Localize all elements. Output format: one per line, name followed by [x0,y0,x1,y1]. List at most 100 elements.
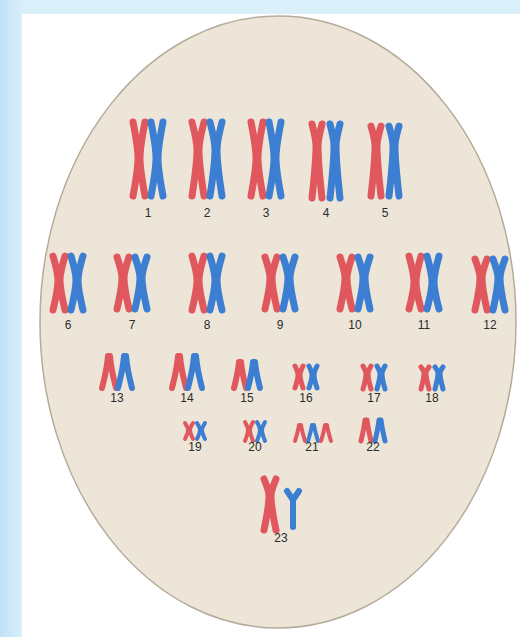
chromatid [365,257,370,309]
chromatid [241,362,246,388]
chromosome-number: 14 [180,391,193,405]
chromosome [312,124,322,198]
chromosome-number: 22 [366,440,379,454]
chromatid [381,420,385,441]
chromatid [314,425,318,441]
chromatid [78,256,83,310]
chromosome-number: 23 [274,531,287,545]
chromatid [426,367,429,389]
chromatid [377,366,380,389]
chromatid [257,422,260,441]
chromatid [180,356,186,388]
chromosome [295,425,305,441]
chromatid [142,257,147,309]
chromosome [234,362,246,388]
chromatid [190,423,193,439]
chromatid [382,366,385,389]
chromatid [301,425,305,441]
chromatid [368,366,371,389]
chromatid [234,362,239,388]
chromosome [192,256,204,310]
chromosome-number: 4 [323,206,330,220]
chromatid [199,122,204,196]
chromosome [308,425,318,441]
chromosome-number: 5 [382,206,389,220]
chromatid [367,420,371,441]
chromatid [377,126,381,196]
chromosome [361,420,371,441]
chromosome [358,257,370,309]
chromatid [262,422,265,441]
chromatid [308,425,312,441]
chromosome [71,256,83,310]
chromatid [500,259,505,310]
chromatid [140,122,145,196]
chromosome [309,366,317,388]
chromosome [248,362,260,388]
chromatid [321,425,325,441]
chromosome [188,356,202,388]
chromatid [199,256,204,310]
chromosome [295,366,303,388]
chromosome [375,420,385,441]
chromosome [493,259,505,310]
chromatid [482,259,487,310]
chromatid [124,257,129,309]
chromosome-number: 16 [299,391,312,405]
chromosome [340,257,352,309]
chromosome [133,122,145,196]
chromosome [330,124,340,198]
chromosome [185,423,193,439]
chromatid [126,356,132,388]
chromosome [135,257,147,309]
chromatid [60,256,65,310]
chromosome-number: 7 [129,318,136,332]
chromosome-number: 20 [248,440,261,454]
chromatid [272,257,277,309]
chromatid [290,257,295,309]
chromatid [158,122,163,196]
chromosome [283,257,295,309]
chromosome-number: 15 [240,391,253,405]
chromosome-number: 12 [483,318,496,332]
chromosome [172,356,186,388]
chromosome [210,256,222,310]
chromatid [248,362,253,388]
chromatid [250,422,253,441]
chromatid [314,366,317,388]
chromatid [290,500,296,527]
chromosome-number: 2 [204,206,211,220]
chromatid [295,366,298,388]
chromosome [435,367,443,389]
chromatid [327,425,331,441]
chromatid [361,420,365,441]
chromosome [245,422,253,441]
chromosome [475,259,487,310]
chromatid [300,366,303,388]
chromosome [102,356,116,388]
chromosome-number: 19 [188,440,201,454]
chromosome [53,256,65,310]
chromatid [375,420,379,441]
chromatid [217,122,222,196]
chromatid [347,257,352,309]
chromosome [389,126,399,196]
chromatid [421,367,424,389]
chromatid [258,122,263,196]
chromosome [377,366,385,389]
chromosome-number: 21 [305,440,318,454]
chromosome [269,122,281,196]
chromosome [409,256,421,309]
cell-outline [40,16,516,628]
chromosome-number: 13 [110,391,123,405]
chromatid [336,124,340,198]
chromosome-number: 8 [204,318,211,332]
chromosome [197,423,205,439]
chromatid [416,256,421,309]
chromosome [264,479,276,530]
chromosome [257,422,265,441]
chromatid [185,423,188,439]
chromatid [255,362,260,388]
